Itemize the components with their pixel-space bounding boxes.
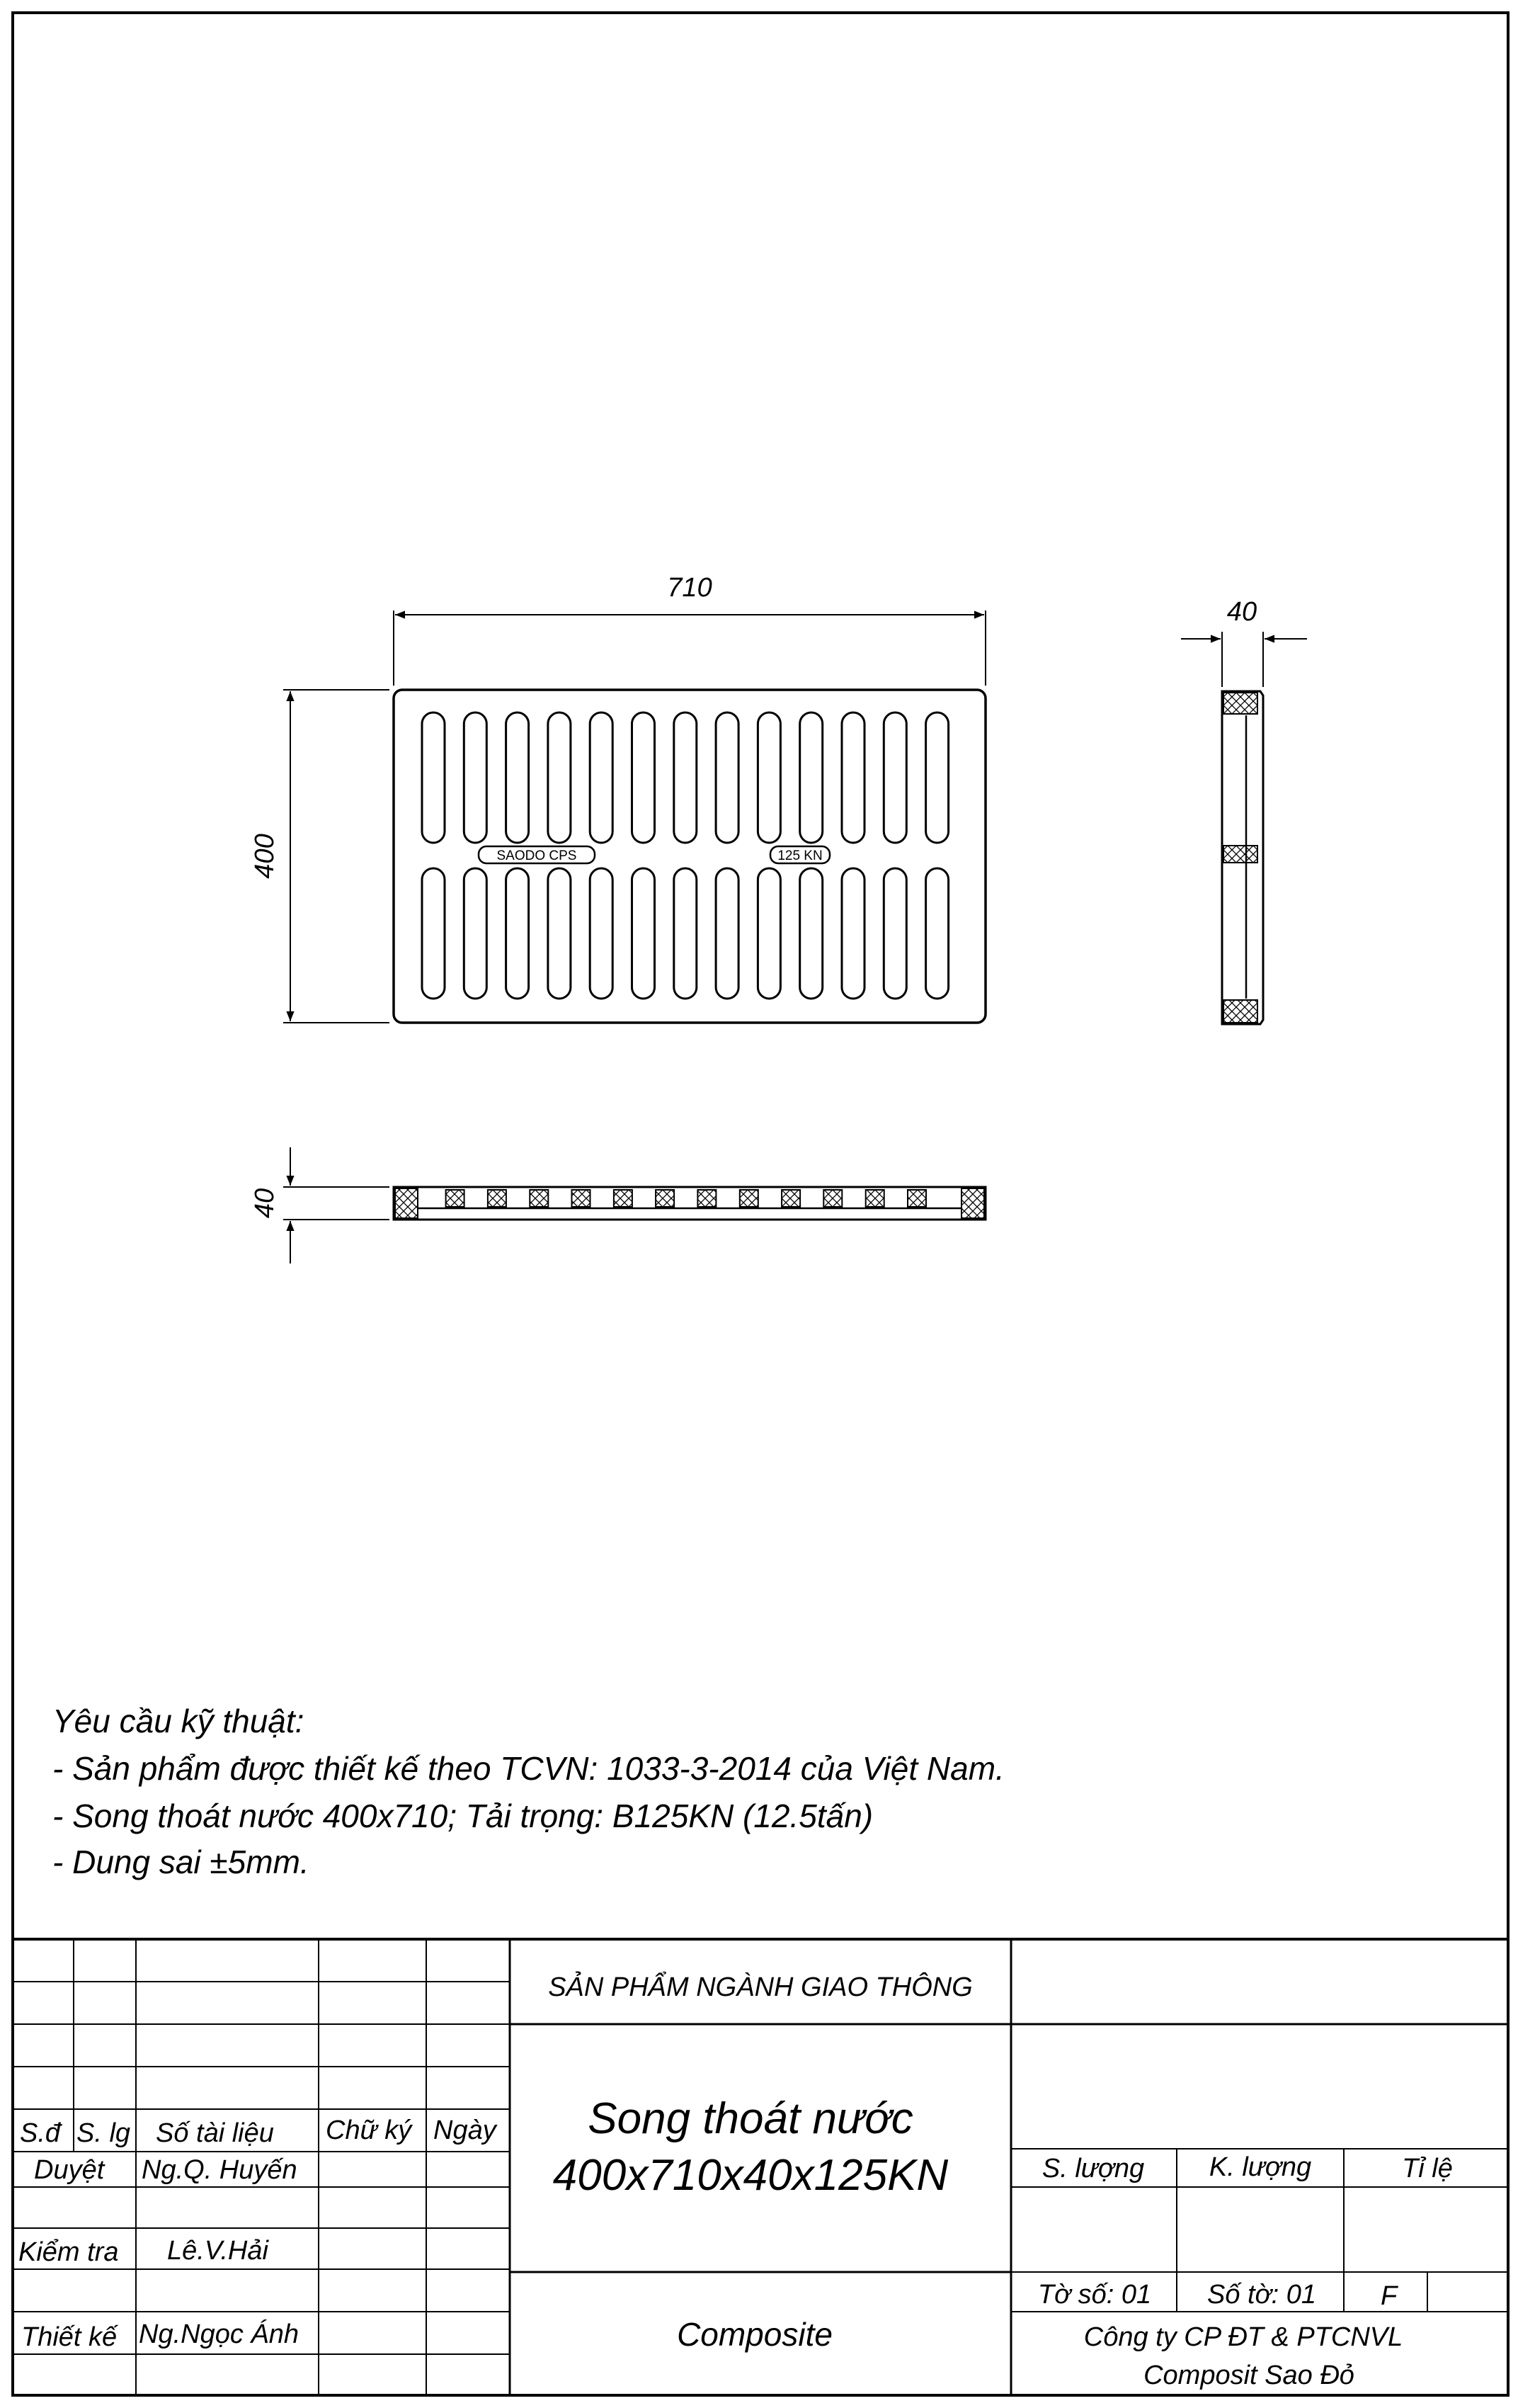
side-hatch-top	[1223, 692, 1258, 715]
drainage-slot	[799, 867, 824, 1000]
s-luong-label: S. lượng	[1042, 2154, 1144, 2183]
section-bar	[655, 1189, 675, 1208]
drainage-slot	[505, 867, 530, 1000]
header-chu-ky: Chữ ký	[326, 2115, 413, 2145]
side-hatch-bottom	[1223, 999, 1258, 1023]
side-section-view: 40	[1181, 597, 1307, 1026]
section-bar	[907, 1189, 927, 1208]
drainage-slot	[840, 711, 866, 844]
drainage-slot	[588, 867, 614, 1000]
company-name-line2: Composit Sao Đỏ	[1143, 2361, 1354, 2390]
drainage-slot	[925, 867, 950, 1000]
so-to-label: Số tờ: 01	[1207, 2280, 1316, 2310]
drainage-slot	[421, 867, 446, 1000]
bottom-hatch-left	[394, 1188, 418, 1219]
drainage-slot	[631, 867, 656, 1000]
section-bar	[486, 1189, 507, 1208]
role-kiem-tra-label: Kiểm tra	[18, 2237, 118, 2267]
header-so-tai-lieu: Số tài liệu	[156, 2118, 274, 2148]
drainage-slot	[799, 711, 824, 844]
load-plate-text: 125 KN	[777, 848, 822, 863]
header-ngay: Ngày	[433, 2115, 498, 2145]
bottom-thickness-label: 40	[250, 1188, 280, 1218]
brand-plate-text: SAODO CPS	[497, 848, 577, 863]
section-bar	[697, 1189, 717, 1208]
header-slg: S. lg	[76, 2118, 130, 2148]
drainage-slots	[421, 711, 950, 1000]
brand-plate	[477, 845, 596, 865]
drainage-slot	[588, 711, 614, 844]
top-view: SAODO CPS 125 KN 710 400	[250, 573, 987, 1024]
company-name-line1: Công ty CP ĐT & PTCNVL	[1084, 2322, 1403, 2352]
to-so-label: Tờ số: 01	[1038, 2280, 1151, 2310]
header-sd: S.đ	[20, 2118, 63, 2148]
section-bar	[445, 1189, 465, 1208]
drainage-slot	[714, 867, 740, 1000]
drainage-slot	[673, 867, 698, 1000]
bottom-hatch-right	[961, 1188, 985, 1219]
load-plate	[769, 845, 831, 865]
role-duyet-label: Duyệt	[34, 2155, 105, 2185]
drainage-slot	[756, 711, 782, 844]
grate-outline	[392, 688, 987, 1024]
role-duyet-name: Ng.Q. Huyến	[142, 2155, 297, 2185]
sheet-border	[11, 11, 1510, 2397]
bottom-section-outline	[392, 1186, 987, 1221]
section-bar	[529, 1189, 549, 1208]
requirement-line: - Song thoát nước 400x710; Tải trọng: B1…	[52, 1798, 873, 1834]
drainage-slot	[714, 711, 740, 844]
drainage-slot	[505, 711, 530, 844]
width-dimension-label: 710	[667, 573, 712, 603]
drainage-slot	[631, 711, 656, 844]
bottom-section-view: 40	[250, 1147, 987, 1263]
section-bar	[781, 1189, 801, 1208]
role-kiem-tra-name: Lê.V.Hải	[167, 2236, 269, 2266]
drainage-slot	[882, 711, 908, 844]
bottom-section-bars	[445, 1189, 927, 1208]
technical-requirements: Yêu cầu kỹ thuật: - Sản phẩm được thiết …	[52, 1703, 1005, 1880]
ti-le-label: Tỉ lệ	[1402, 2154, 1453, 2183]
height-dimension-label: 400	[250, 834, 280, 878]
role-thiet-ke-label: Thiết kế	[21, 2322, 119, 2352]
drainage-slot	[840, 867, 866, 1000]
drainage-slot	[421, 711, 446, 844]
requirement-line: - Dung sai ±5mm.	[52, 1844, 309, 1880]
material-label: Composite	[677, 2316, 833, 2353]
drainage-slot	[462, 867, 488, 1000]
product-spec: 400x710x40x125KN	[553, 2151, 949, 2200]
drainage-slot	[673, 711, 698, 844]
role-thiet-ke-name: Ng.Ngọc Ánh	[139, 2319, 299, 2349]
side-hatch-middle	[1223, 845, 1258, 863]
requirements-heading: Yêu cầu kỹ thuật:	[52, 1703, 304, 1739]
section-bar	[864, 1189, 885, 1208]
k-luong-label: K. lượng	[1209, 2152, 1311, 2182]
section-bar	[571, 1189, 591, 1208]
side-thickness-label: 40	[1227, 597, 1257, 627]
drainage-slot	[547, 711, 572, 844]
side-section-profile	[1221, 690, 1265, 1026]
product-name: Song thoát nước	[588, 2094, 913, 2143]
category-title: SẢN PHẨM NGÀNH GIAO THÔNG	[548, 1970, 973, 2002]
format-label: F	[1381, 2281, 1398, 2311]
drainage-slot	[882, 867, 908, 1000]
requirement-line: - Sản phẩm được thiết kế theo TCVN: 1033…	[52, 1750, 1005, 1787]
drainage-slot	[547, 867, 572, 1000]
section-bar	[738, 1189, 759, 1208]
drainage-slot	[925, 711, 950, 844]
drainage-slot	[756, 867, 782, 1000]
drainage-slot	[462, 711, 488, 844]
section-bar	[823, 1189, 843, 1208]
title-block: S.đ S. lg Số tài liệu Chữ ký Ngày Duyệt …	[13, 1938, 1508, 2395]
section-bar	[612, 1189, 633, 1208]
